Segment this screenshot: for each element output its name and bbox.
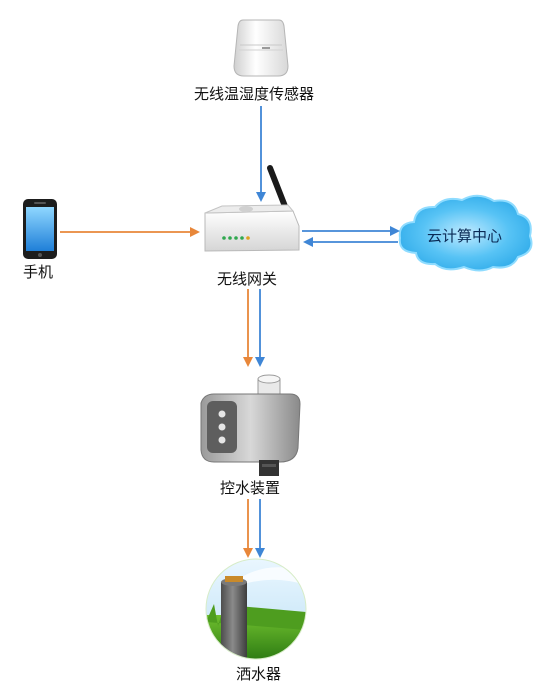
- pop-up-sprinkler-icon: [205, 558, 307, 660]
- wall-mounted-sensor-icon: [233, 19, 289, 77]
- phone-label: 手机: [23, 263, 54, 281]
- smartphone-icon: [23, 199, 57, 259]
- cloud-label: 云计算中心: [427, 227, 503, 245]
- sensor-label: 无线温湿度传感器: [194, 85, 315, 103]
- wifi-router-icon: [204, 165, 300, 252]
- cloud-icon: [398, 194, 533, 272]
- gateway-label: 无线网关: [217, 270, 278, 288]
- water-valve-controller-icon: [200, 374, 301, 476]
- sprinkler-label: 洒水器: [236, 665, 282, 683]
- controller-label: 控水装置: [220, 479, 281, 497]
